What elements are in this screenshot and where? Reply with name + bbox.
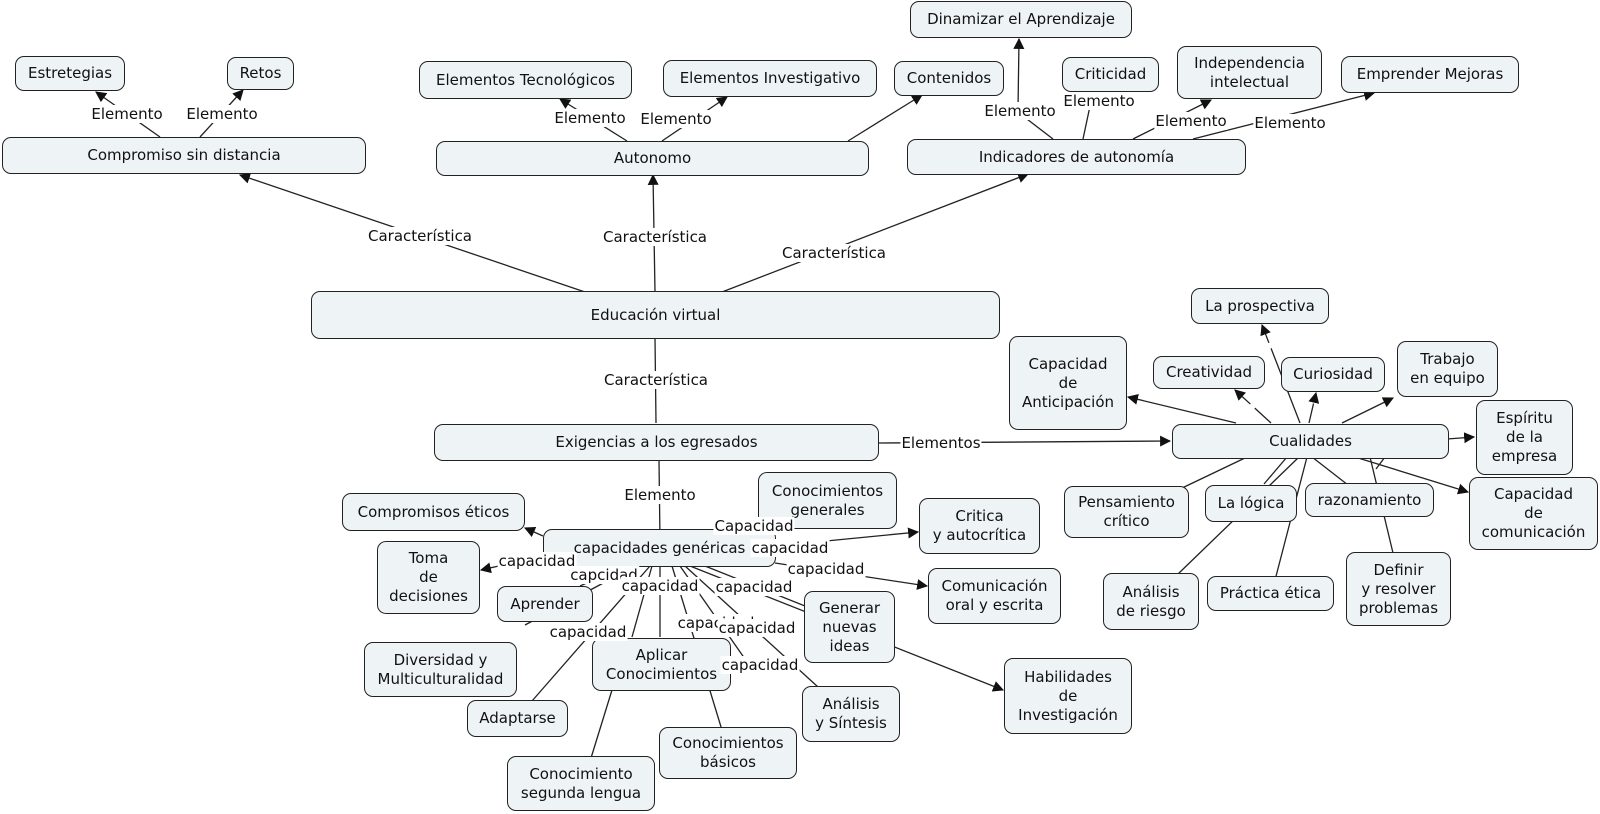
link-label-capacidad: Capacidad (713, 517, 795, 535)
node-elementos-tecnologicos: Elementos Tecnológicos (419, 61, 632, 99)
link-label-elemento: Elemento (1062, 92, 1136, 110)
link-label-elemento: Elemento (1154, 112, 1228, 130)
link-label-caracteristica: Característica (780, 244, 888, 262)
node-contenidos: Contenidos (894, 61, 1004, 96)
node-capacidad-de-comunicacion: Capacidad de comunicación (1469, 477, 1598, 550)
link-label-capacidad: capacidad (750, 539, 830, 557)
link-label-elemento: Elemento (90, 105, 164, 123)
node-la-prospectiva: La prospectiva (1191, 288, 1329, 324)
link-label-elemento: Elemento (623, 486, 697, 504)
node-criticidad: Criticidad (1062, 57, 1159, 92)
link-label-capacidad: capacidad (620, 577, 700, 595)
node-independencia-intelectual: Independencia intelectual (1177, 46, 1322, 99)
node-capacidad-de-anticipacion: Capacidad de Anticipación (1009, 336, 1127, 430)
node-definir-y-resolver-problemas: Definir y resolver problemas (1346, 552, 1451, 626)
link-label-caracteristica: Característica (366, 227, 474, 245)
node-conocimiento-segunda-lengua: Conocimiento segunda lengua (507, 756, 655, 811)
link-label-elemento: Elemento (553, 109, 627, 127)
node-educacion-virtual: Educación virtual (311, 291, 1000, 339)
link-label-capacidad: capacidad (714, 578, 794, 596)
node-indicadores-de-autonomia: Indicadores de autonomía (907, 139, 1246, 175)
link-label-elemento: Elemento (1253, 114, 1327, 132)
node-critica-y-autocritica: Critica y autocrítica (919, 498, 1040, 554)
node-capacidades-genericas: capacidades genéricas (543, 529, 776, 567)
link-label-elemento: Elemento (983, 102, 1057, 120)
link-label-elementos: Elementos (900, 434, 982, 452)
node-dinamizar-el-aprendizaje: Dinamizar el Aprendizaje (910, 1, 1132, 38)
node-espiritu-de-la-empresa: Espíritu de la empresa (1476, 400, 1573, 475)
node-analisis-de-riesgo: Análisis de riesgo (1103, 573, 1199, 630)
node-generar-nuevas-ideas: Generar nuevas ideas (804, 591, 895, 663)
node-pensamiento-critico: Pensamiento crítico (1064, 486, 1189, 538)
node-aplicar-conocimientos: Aplicar Conocimientos (592, 638, 731, 691)
node-analisis-y-sintesis: Análisis y Síntesis (802, 686, 900, 742)
node-trabajo-en-equipo: Trabajo en equipo (1397, 341, 1498, 397)
link-label-capacidad: capacidad (786, 560, 866, 578)
node-conocimientos-basicos: Conocimientos básicos (659, 727, 797, 779)
node-adaptarse: Adaptarse (467, 700, 568, 737)
node-aprender: Aprender (497, 586, 593, 622)
link-label-caracteristica: Característica (602, 371, 710, 389)
node-creatividad: Creatividad (1153, 356, 1265, 389)
node-toma-de-decisiones: Toma de decisiones (377, 541, 480, 614)
node-exigencias-a-los-egresados: Exigencias a los egresados (434, 424, 879, 461)
node-emprender-mejoras: Emprender Mejoras (1341, 56, 1519, 93)
node-razonamiento: razonamiento (1305, 483, 1434, 517)
link-label-capacidad: capacidad (548, 623, 628, 641)
link-label-capacidad: capacidad (717, 619, 797, 637)
node-elementos-investigativo: Elementos Investigativo (663, 60, 877, 97)
node-comunicacion-oral-y-escrita: Comunicación oral y escrita (928, 568, 1061, 624)
node-autonomo: Autonomo (436, 141, 869, 176)
node-estretegias: Estretegias (15, 56, 125, 91)
node-cualidades: Cualidades (1172, 424, 1449, 459)
link-label-elemento: Elemento (639, 110, 713, 128)
node-compromiso-sin-distancia: Compromiso sin distancia (2, 137, 366, 174)
node-compromisos-eticos: Compromisos éticos (342, 493, 525, 531)
node-diversidad-y-multiculturalidad: Diversidad y Multiculturalidad (364, 642, 517, 697)
node-practica-etica: Práctica ética (1207, 576, 1334, 611)
node-retos: Retos (227, 57, 294, 90)
link-label-caracteristica: Característica (601, 228, 709, 246)
node-la-logica: La lógica (1205, 485, 1297, 522)
node-curiosidad: Curiosidad (1281, 357, 1385, 392)
link-label-elemento: Elemento (185, 105, 259, 123)
node-habilidades-de-investigacion: Habilidades de Investigación (1004, 658, 1132, 734)
link-label-capacidad: capacidad (497, 552, 577, 570)
link-label-capacidad: capacidad (720, 656, 800, 674)
